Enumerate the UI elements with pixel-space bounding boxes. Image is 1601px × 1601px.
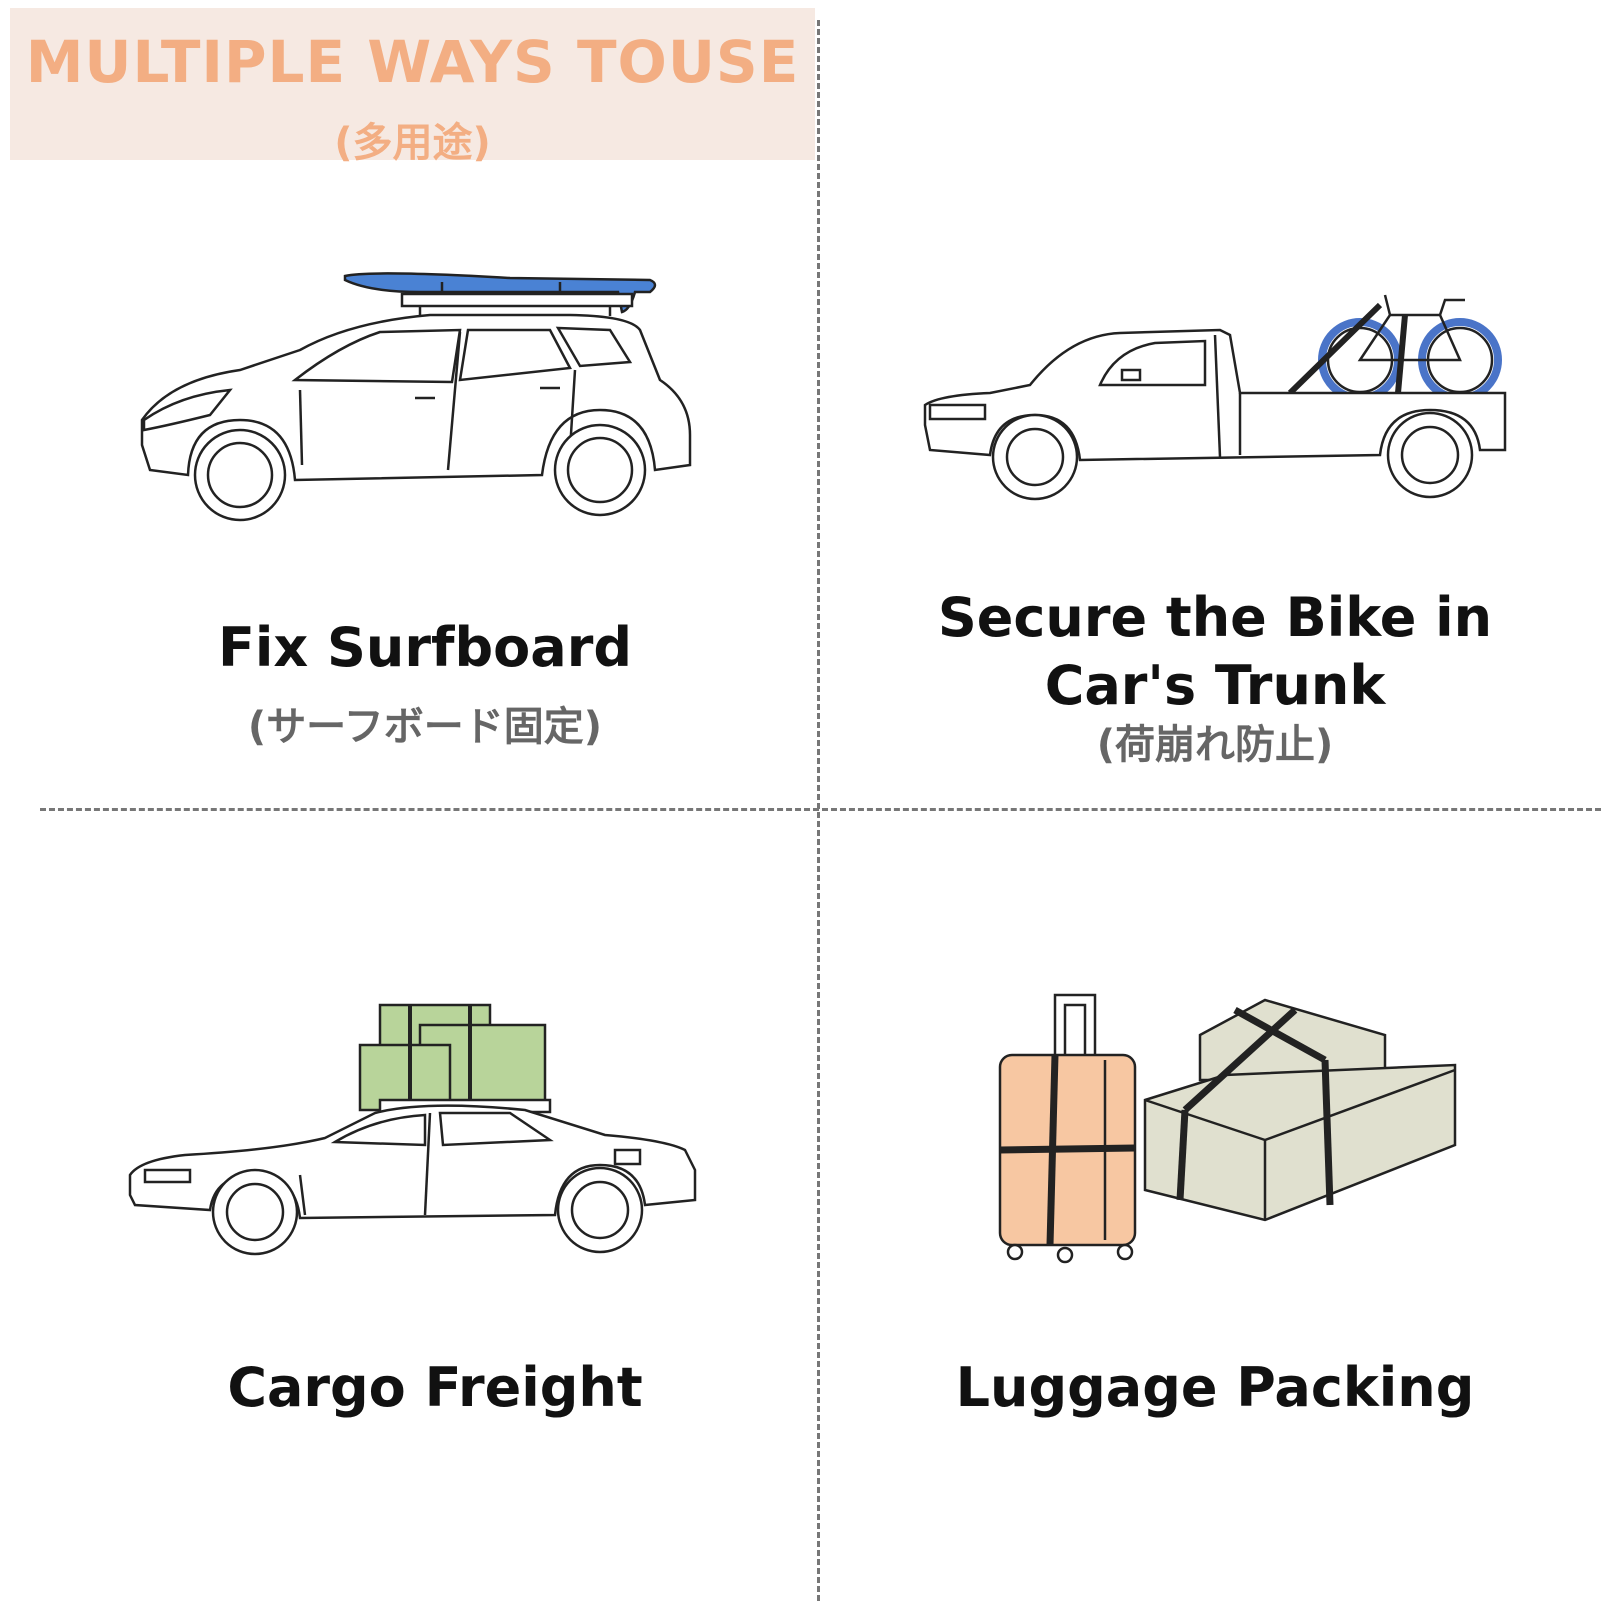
header-subtitle: (多用途) — [334, 120, 491, 166]
luggage-packing-illustration — [998, 993, 1457, 1264]
header-title: MULTIPLE WAYS TOUSE — [25, 28, 800, 96]
horizontal-divider — [40, 808, 1601, 811]
header-banner: MULTIPLE WAYS TOUSE (多用途) — [10, 8, 815, 166]
panel-1-subtitle: (サーフボード固定) — [247, 704, 603, 750]
panel-2-title-line1: Secure the Bike in — [937, 586, 1493, 649]
panel-4-title: Luggage Packing — [955, 1356, 1475, 1419]
panel-2-title-line2: Car's Trunk — [1044, 654, 1386, 717]
panel-3-title: Cargo Freight — [227, 1356, 643, 1419]
suv-surfboard-illustration — [140, 272, 692, 522]
panel-2-subtitle: (荷崩れ防止) — [1096, 722, 1334, 768]
sedan-cargo-illustration — [128, 1003, 697, 1256]
panel-1-title: Fix Surfboard — [218, 616, 632, 679]
pickup-bike-illustration — [923, 294, 1507, 501]
